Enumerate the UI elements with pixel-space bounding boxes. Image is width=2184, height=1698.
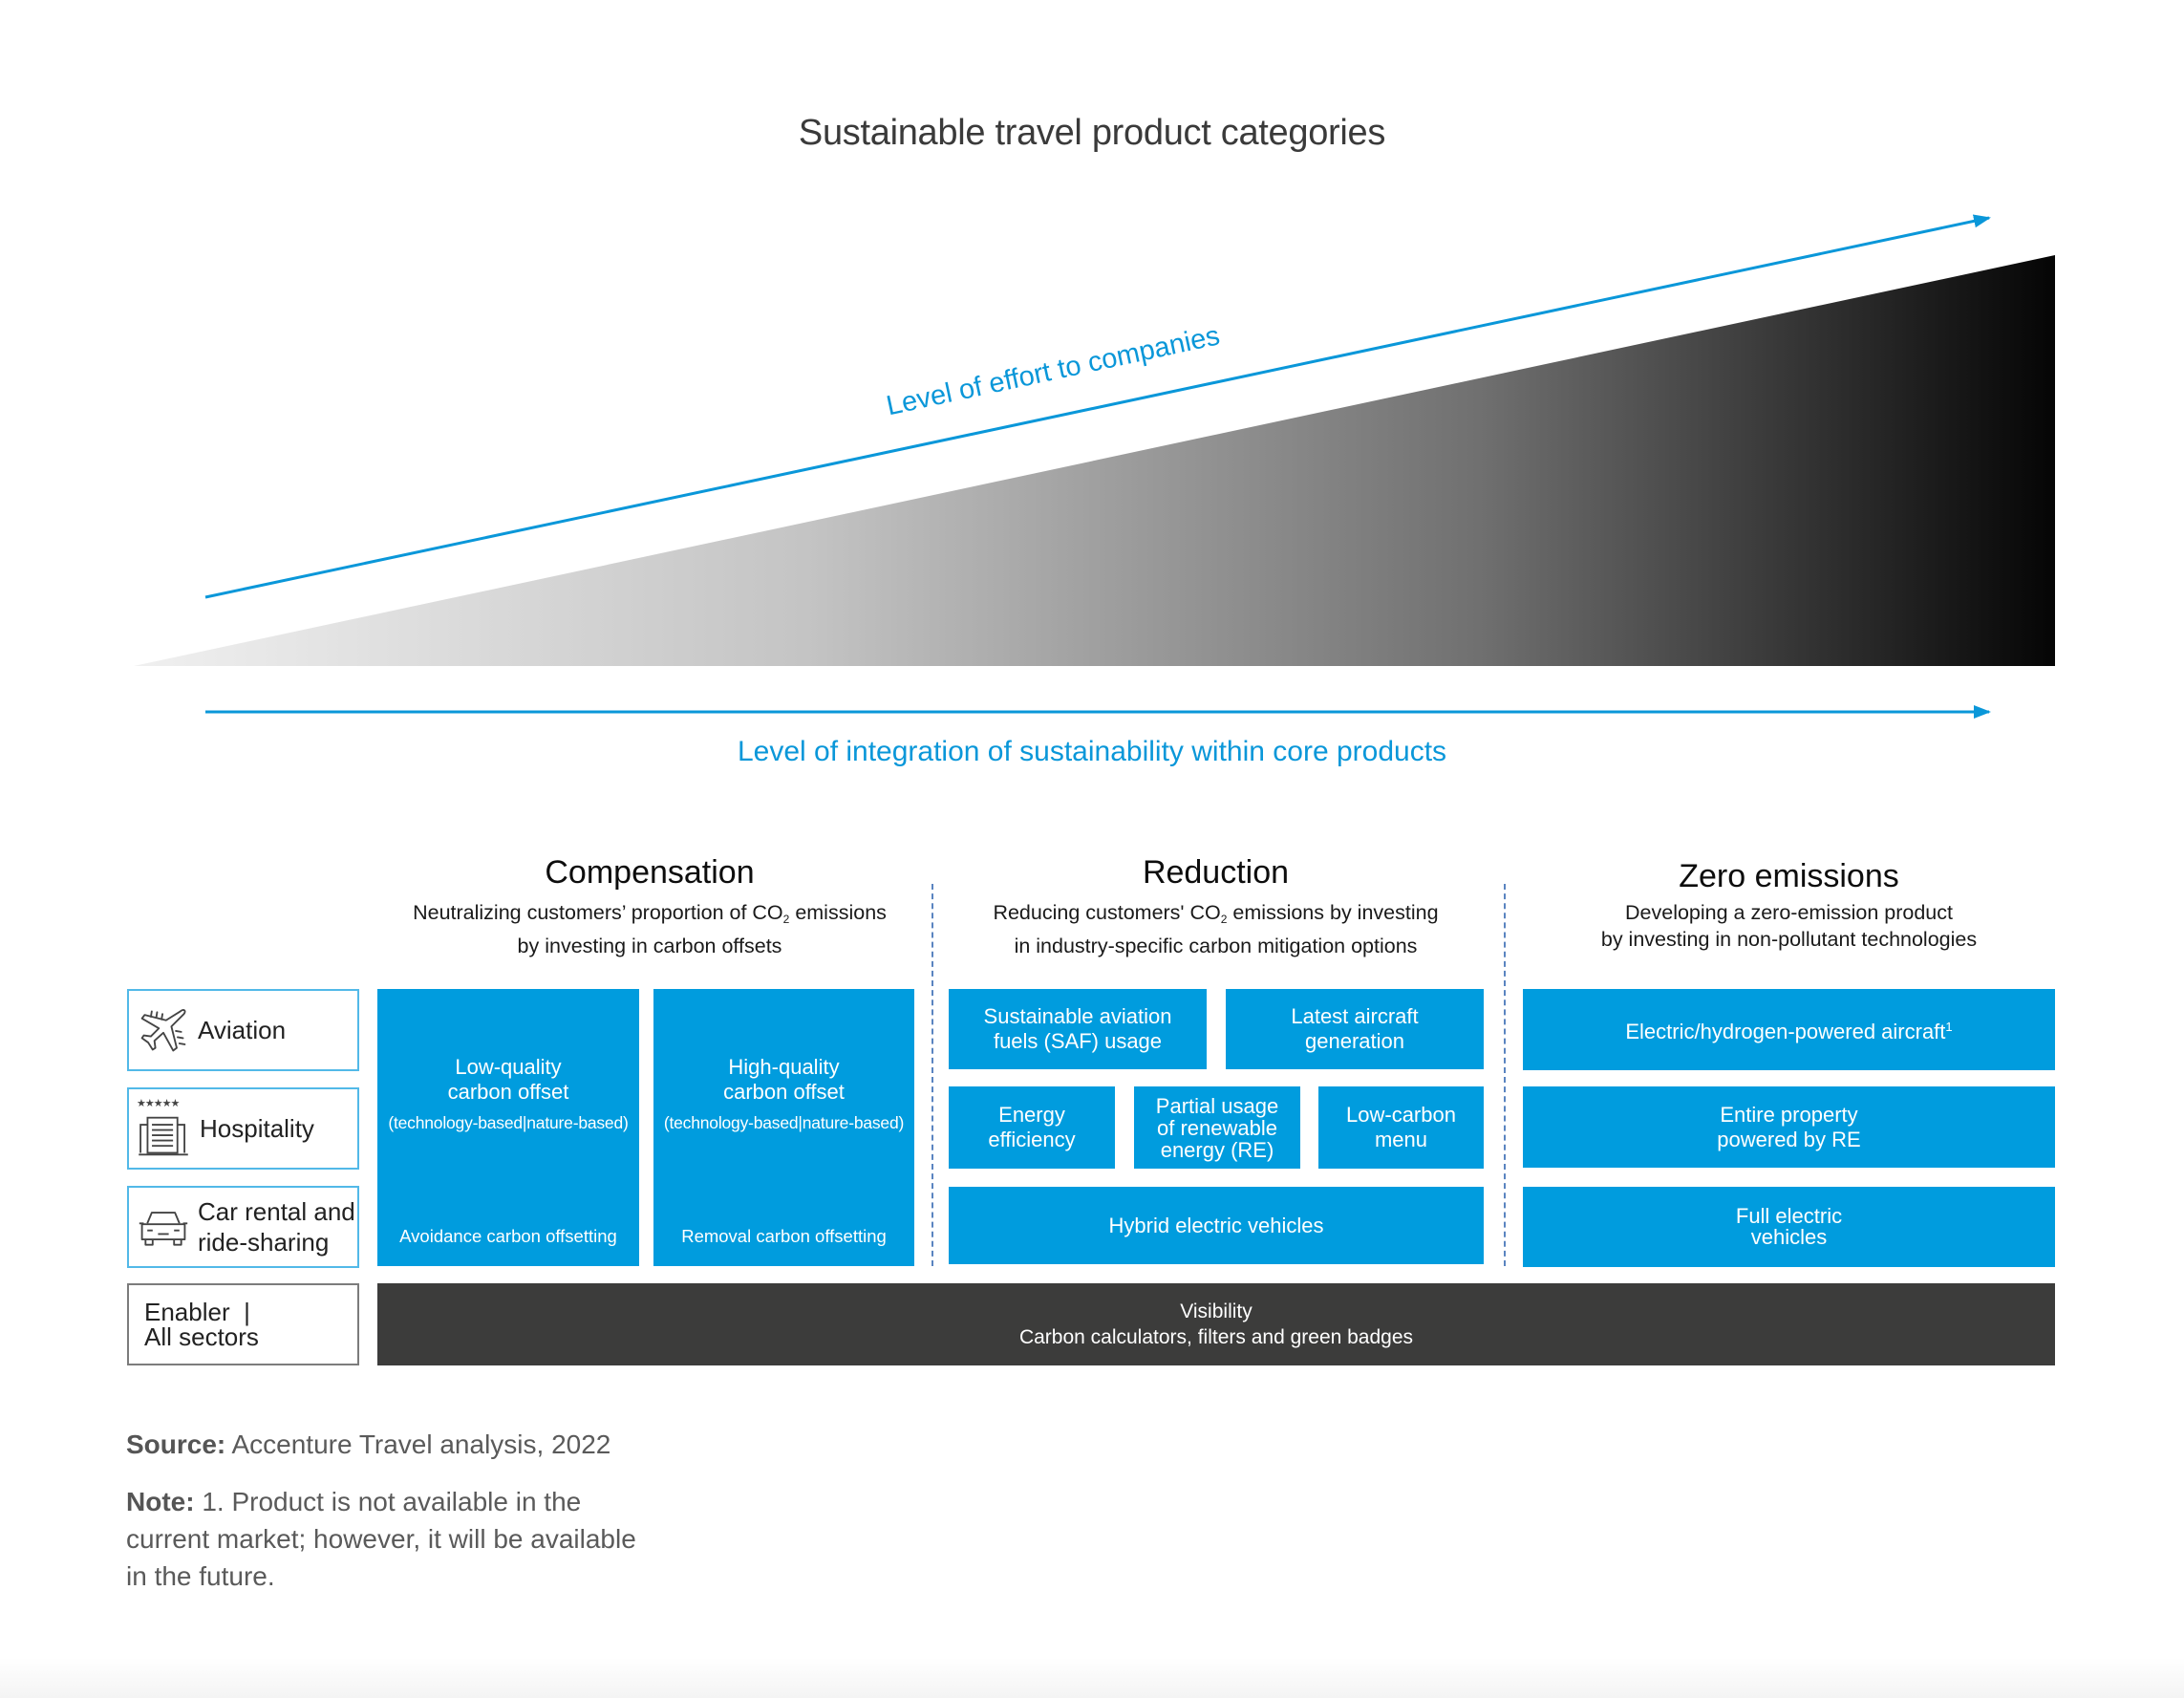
- hotel-icon: [139, 1116, 188, 1156]
- product-energy-efficiency: Energy efficiency: [949, 1086, 1115, 1169]
- product-label: energy (RE): [1160, 1137, 1274, 1162]
- sector-label-line: ride-sharing: [198, 1228, 330, 1257]
- sector-label-line: All sectors: [144, 1322, 259, 1351]
- desc-text: Neutralizing customers’ proportion of CO: [413, 901, 783, 924]
- product-label: carbon offset: [723, 1080, 845, 1104]
- column-header-zero-emissions: Zero emissions Developing a zero-emissio…: [1523, 857, 2055, 953]
- stars-icon: ★★★★★: [137, 1098, 180, 1109]
- note-text: in the future.: [126, 1561, 275, 1591]
- column-header-reduction: Reduction Reducing customers' CO2 emissi…: [941, 853, 1490, 959]
- sector-label: Enabler | All sectors: [144, 1300, 259, 1349]
- desc-text: emissions: [789, 901, 887, 924]
- column-description: Neutralizing customers’ proportion of CO…: [377, 899, 922, 959]
- product-footer: Avoidance carbon offsetting: [399, 1226, 617, 1246]
- source-label: Source:: [126, 1429, 226, 1459]
- footnote-marker: 1: [1945, 1020, 1953, 1034]
- product-label: generation: [1305, 1029, 1404, 1053]
- product-label: Entire property: [1720, 1102, 1858, 1127]
- column-description: Reducing customers' CO2 emissions by inv…: [941, 899, 1490, 959]
- column-description: Developing a zero-emission product by in…: [1523, 899, 2055, 953]
- product-full-electric-vehicles: Full electric vehicles: [1523, 1187, 2055, 1267]
- subscript: 2: [1220, 913, 1228, 926]
- product-partial-re: Partial usage of renewable energy (RE): [1134, 1086, 1300, 1169]
- product-label-text: Electric/hydrogen-powered aircraft: [1625, 1020, 1946, 1043]
- product-footer: Removal carbon offsetting: [681, 1226, 887, 1246]
- column-title: Zero emissions: [1679, 858, 1899, 894]
- sector-aviation: Aviation: [127, 989, 359, 1071]
- sector-hospitality: ★★★★★ Hospitality: [127, 1087, 359, 1170]
- note-label: Note:: [126, 1487, 195, 1516]
- diagram-title: Sustainable travel product categories: [798, 113, 1386, 153]
- column-title: Reduction: [1142, 854, 1290, 891]
- product-electric-hydrogen-aircraft: Electric/hydrogen-powered aircraft1: [1523, 989, 2055, 1070]
- product-label: Electric/hydrogen-powered aircraft1: [1625, 1015, 1952, 1044]
- product-label: Low-carbon: [1346, 1103, 1456, 1127]
- product-label: carbon offset: [447, 1080, 569, 1104]
- product-label: vehicles: [1750, 1225, 1828, 1249]
- desc-text: Reducing customers' CO: [993, 901, 1221, 924]
- desc-text: by investing in carbon offsets: [517, 935, 782, 957]
- product-label: Energy: [998, 1103, 1065, 1127]
- product-low-quality-offset: Low-quality carbon offset (technology-ba…: [377, 989, 639, 1266]
- product-label: High-quality: [728, 1055, 840, 1079]
- effort-gradient-wedge: [134, 255, 2055, 666]
- sector-label-line: Enabler |: [144, 1298, 250, 1326]
- sector-label-line: Car rental and: [198, 1197, 355, 1226]
- product-label: Sustainable aviation: [983, 1004, 1172, 1028]
- desc-text: by investing in non-pollutant technologi…: [1600, 928, 1978, 951]
- desc-text: Developing a zero-emission product: [1625, 901, 1953, 924]
- product-label: Latest aircraft: [1291, 1004, 1419, 1028]
- sector-label: Aviation: [198, 1015, 287, 1044]
- note-text: 1. Product is not available in the: [194, 1487, 582, 1516]
- effort-arrow: [204, 214, 1991, 599]
- airplane-icon: [140, 1009, 186, 1052]
- product-label: fuels (SAF) usage: [993, 1029, 1163, 1053]
- product-latest-aircraft: Latest aircraft generation: [1226, 989, 1484, 1069]
- product-hybrid-vehicles: Hybrid electric vehicles: [949, 1187, 1484, 1264]
- sector-label: Car rental and ride-sharing: [198, 1196, 355, 1257]
- sector-enabler: Enabler | All sectors: [127, 1283, 359, 1365]
- product-label: powered by RE: [1717, 1127, 1861, 1151]
- subscript: 2: [782, 913, 790, 926]
- product-label: Low-quality: [455, 1055, 562, 1079]
- product-property-re: Entire property powered by RE: [1523, 1086, 2055, 1168]
- source-text: Accenture Travel analysis, 2022: [225, 1429, 611, 1459]
- desc-text: in industry-specific carbon mitigation o…: [1014, 935, 1418, 957]
- product-sublabel: (technology-based|nature-based): [663, 1113, 905, 1132]
- product-label: Hybrid electric vehicles: [1108, 1213, 1324, 1237]
- product-label: menu: [1374, 1128, 1428, 1151]
- source-note: Source: Accenture Travel analysis, 2022: [126, 1426, 610, 1463]
- enabler-description: Carbon calculators, filters and green ba…: [1018, 1326, 1414, 1348]
- column-divider: [1504, 884, 1506, 1266]
- column-divider: [931, 884, 933, 1266]
- note-text: current market; however, it will be avai…: [126, 1524, 636, 1554]
- product-saf-usage: Sustainable aviation fuels (SAF) usage: [949, 989, 1207, 1069]
- product-high-quality-offset: High-quality carbon offset (technology-b…: [653, 989, 914, 1266]
- product-low-carbon-menu: Low-carbon menu: [1318, 1086, 1484, 1169]
- sector-car-rental: Car rental and ride-sharing: [127, 1186, 359, 1268]
- integration-axis-label: Level of integration of sustainability w…: [737, 736, 1447, 767]
- column-title: Compensation: [545, 854, 755, 891]
- enabler-title: Visibility: [1180, 1300, 1253, 1322]
- car-icon: [139, 1212, 188, 1246]
- footnote: Note: 1. Product is not available in the…: [126, 1483, 636, 1595]
- column-header-compensation: Compensation Neutralizing customers’ pro…: [377, 853, 922, 959]
- enabler-visibility-bar: Visibility Carbon calculators, filters a…: [377, 1283, 2055, 1365]
- product-label: Partial usage: [1155, 1093, 1279, 1118]
- product-label: Full electric: [1735, 1204, 1843, 1228]
- desc-text: emissions by investing: [1227, 901, 1439, 924]
- effort-integration-graphic: [134, 214, 2055, 719]
- product-label: efficiency: [988, 1128, 1076, 1151]
- hotel-icon-wrap: ★★★★★: [137, 1097, 194, 1160]
- product-label: of renewable: [1157, 1115, 1277, 1140]
- product-sublabel: (technology-based|nature-based): [388, 1113, 629, 1132]
- sector-label: Hospitality: [200, 1113, 314, 1143]
